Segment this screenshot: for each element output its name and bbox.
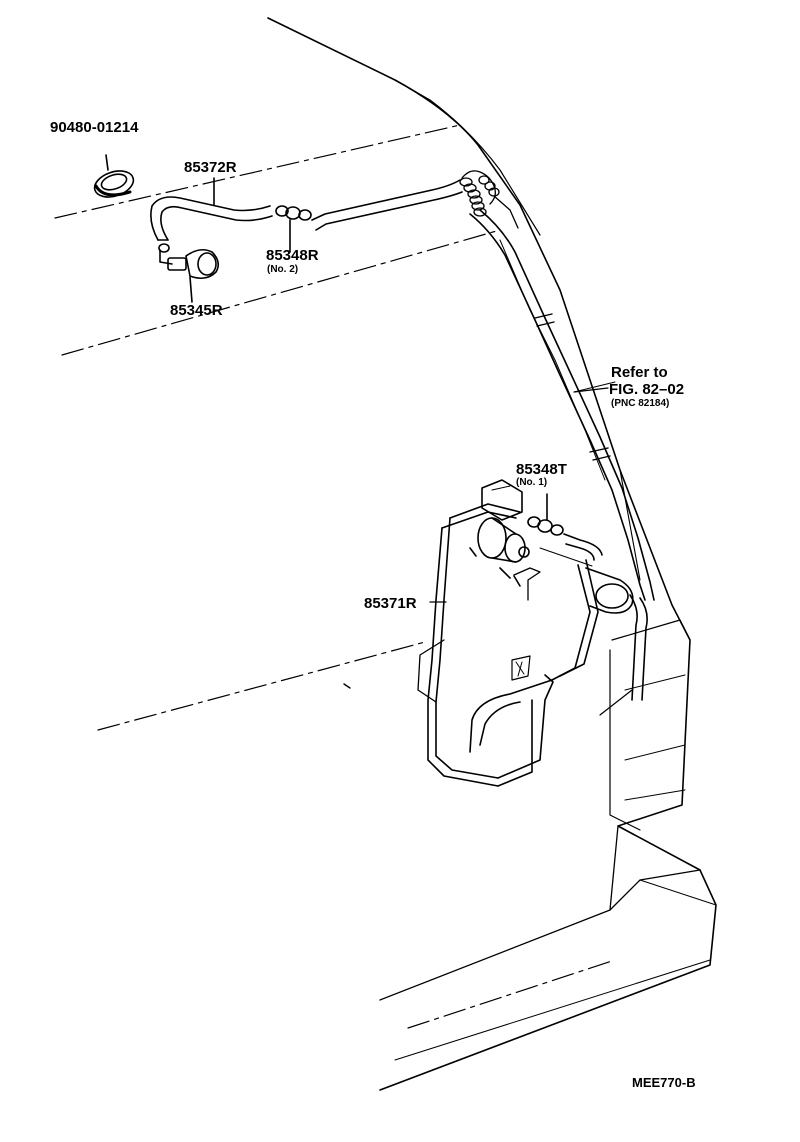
nozzle-part-number: 85345R bbox=[170, 302, 223, 319]
roof-hose-drawing bbox=[311, 179, 463, 231]
pillar-hose-drawing bbox=[469, 209, 655, 716]
washer-tank-drawing bbox=[417, 479, 599, 787]
grommet-drawing bbox=[93, 154, 135, 198]
reference-line-3: (PNC 82184) bbox=[611, 398, 670, 409]
upper-hose-part-number: 85372R bbox=[184, 159, 237, 176]
grommet-part-number: 90480-01214 bbox=[50, 119, 139, 136]
lower-hose-part-number: 85371R bbox=[364, 595, 417, 612]
upper-valve-part-number: 85348R bbox=[266, 247, 319, 264]
nozzle-drawing bbox=[158, 243, 220, 303]
upper-hose-drawing bbox=[150, 177, 273, 241]
reference-line-2: FIG. 82–02 bbox=[609, 381, 685, 398]
glass-lines bbox=[54, 124, 616, 1029]
lower-valve-part-number: 85348T bbox=[516, 461, 567, 478]
reservoir-bottle-drawing bbox=[539, 547, 634, 614]
drawing-code: MEE770-B bbox=[632, 1075, 696, 1090]
upper-valve-drawing bbox=[275, 205, 312, 253]
tick-mark bbox=[343, 683, 351, 689]
reference-leader bbox=[573, 387, 609, 393]
lower-valve-drawing bbox=[527, 493, 603, 561]
body-outline bbox=[267, 17, 717, 1091]
reference-line-1: Refer to bbox=[611, 364, 668, 381]
washer-pump-drawing bbox=[469, 517, 530, 587]
upper-valve-note: (No. 2) bbox=[267, 264, 299, 275]
lower-valve-note: (No. 1) bbox=[516, 477, 548, 488]
coiled-hose-drawing bbox=[459, 170, 519, 229]
